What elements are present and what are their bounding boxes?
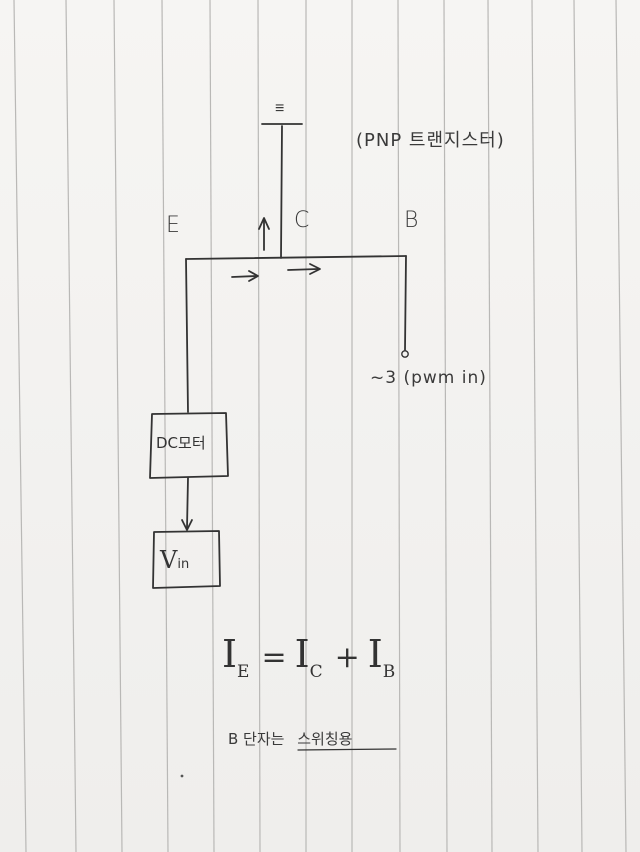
eq-ie-sub: E — [237, 662, 250, 682]
collector-label: C — [294, 208, 310, 233]
eq-plus: + — [334, 640, 360, 675]
pwm-input-label: ~3 (pwm in) — [370, 368, 487, 388]
vin-sub-text: in — [177, 557, 190, 572]
emitter-wire — [185, 258, 189, 413]
base-label: B — [404, 208, 419, 233]
note-emphasis: 스위칭용 — [297, 730, 353, 748]
emitter-label: E — [166, 213, 180, 238]
current-right-arrow-2 — [287, 268, 319, 271]
ground-label: ≡ — [275, 98, 285, 117]
current-right-arrow-1 — [231, 275, 257, 278]
note-prefix: B 단자는 — [228, 730, 285, 748]
motor-to-vin-wire — [186, 477, 189, 529]
transistor-type-label: (PNP 트랜지스터) — [356, 130, 505, 151]
current-right-arrowhead-1 — [248, 270, 259, 282]
current-up-arrowhead — [258, 217, 270, 230]
eq-ic-sub: C — [309, 662, 323, 682]
motor-to-vin-arrowhead — [181, 519, 193, 531]
eq-ib: I — [367, 632, 383, 676]
base-wire — [404, 255, 407, 351]
vin-label: Vin — [160, 548, 189, 572]
current-equation: IE=IC+IB — [222, 632, 399, 682]
eq-ic: I — [294, 632, 310, 676]
eq-ie: I — [222, 632, 238, 676]
current-right-arrowhead-2 — [309, 263, 321, 275]
dc-motor-label: DC모터 — [156, 434, 206, 452]
pen-dot — [180, 774, 184, 778]
dc-motor-box — [149, 412, 229, 479]
vin-box — [152, 530, 221, 589]
ground-wire — [280, 125, 283, 259]
eq-equals: = — [261, 640, 287, 675]
pwm-pin-terminal — [401, 350, 409, 358]
base-terminal-note: B 단자는 스위칭용 — [228, 732, 352, 747]
main-wire — [185, 255, 407, 260]
eq-ib-sub: B — [382, 662, 396, 682]
vin-main-text: V — [160, 546, 178, 574]
note-emphasis-underline — [297, 748, 397, 751]
